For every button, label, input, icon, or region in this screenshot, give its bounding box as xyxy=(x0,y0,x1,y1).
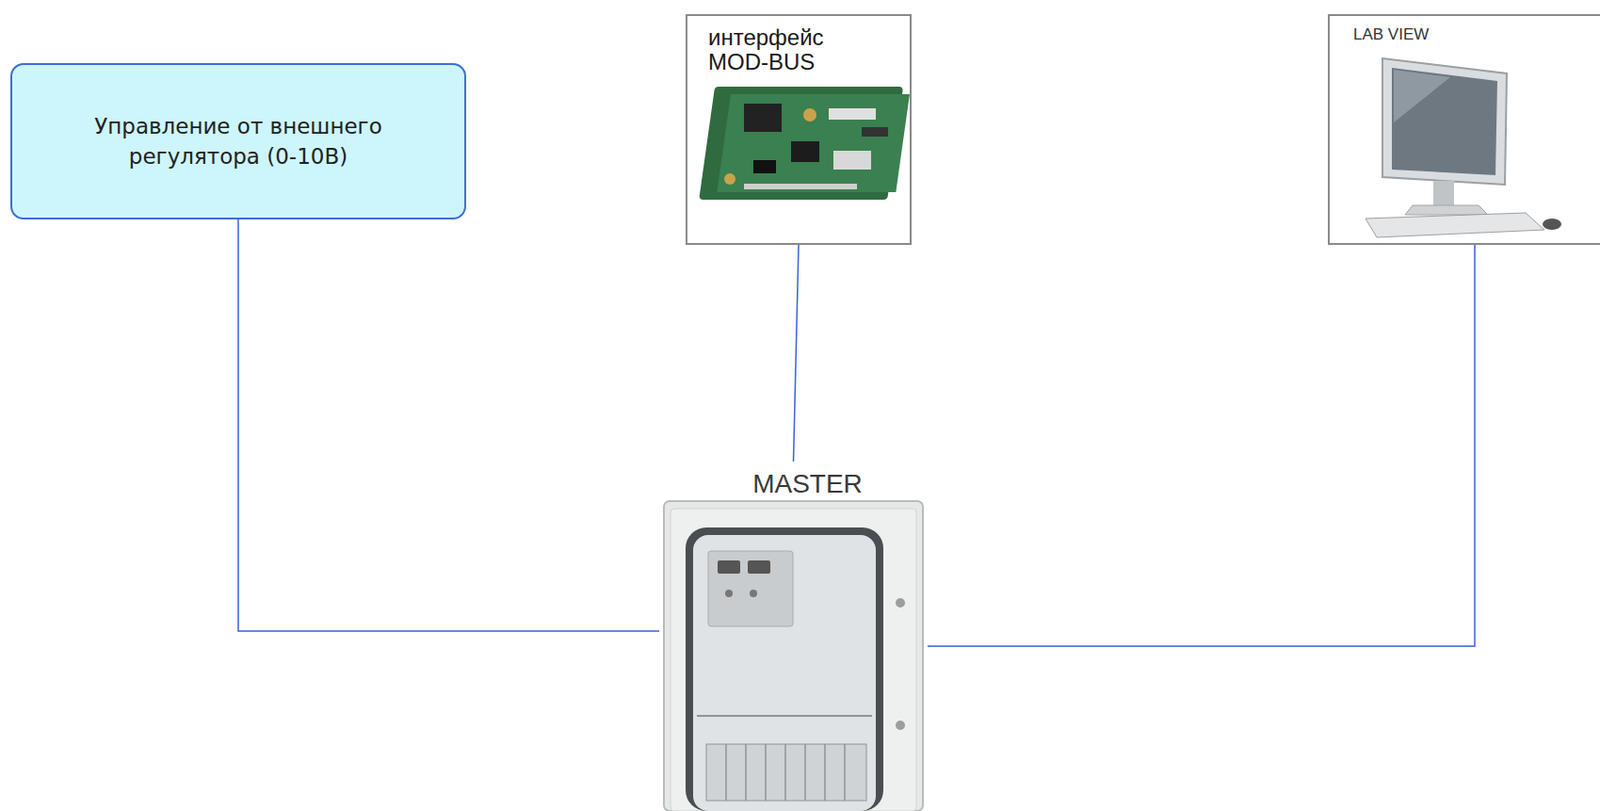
connector-line xyxy=(793,244,800,462)
node-label: Управление от внешнего регулятора (0-10В… xyxy=(27,111,450,172)
interface-box: интерфейс MOD-BUS xyxy=(685,14,912,245)
software-box: LAB VIEW xyxy=(1327,14,1600,245)
cabinet-illustration xyxy=(663,501,923,811)
computer-illustration xyxy=(1365,58,1562,238)
connector-line xyxy=(927,244,1475,647)
control-source-box: Управление от внешнего регулятора (0-10В… xyxy=(10,63,467,220)
node-label: LAB VIEW xyxy=(1353,25,1600,45)
node-label: MASTER xyxy=(687,461,928,500)
node-label: интерфейс MOD-BUS xyxy=(708,25,888,75)
pcb-illustration xyxy=(698,86,910,200)
master-cabinet: MASTER xyxy=(659,461,928,811)
connector-line xyxy=(238,219,660,631)
